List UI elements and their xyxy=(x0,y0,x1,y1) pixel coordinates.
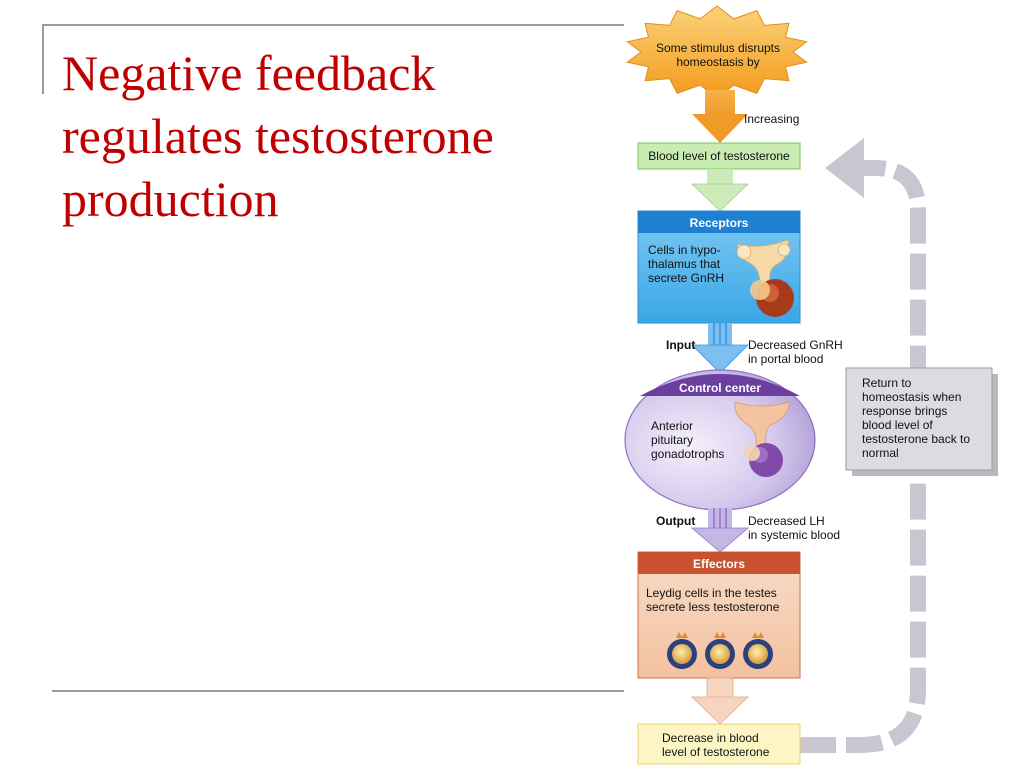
effectors-line-1: Leydig cells in the testes xyxy=(646,586,777,600)
slide-title-line-1: Negative feedback xyxy=(62,45,436,101)
slide-title: Negative feedback regulates testosterone… xyxy=(62,42,602,231)
return-line-5: testosterone back to xyxy=(862,432,971,446)
result-box xyxy=(637,723,801,765)
effectors-box xyxy=(637,551,801,679)
input-label: Input xyxy=(666,338,696,352)
effectors-to-result-arrow xyxy=(691,677,749,725)
return-loop-arrow xyxy=(800,138,926,753)
leydig-cells-illustration xyxy=(667,632,773,669)
slide-title-line-3: production xyxy=(62,171,279,227)
control-center-description: Anterior pituitary gonadotrophs xyxy=(651,419,724,461)
stimulus-arrow xyxy=(692,90,748,143)
receptors-description: Cells in hypo- thalamus that secrete GnR… xyxy=(648,243,724,285)
control-center-header: Control center xyxy=(678,381,761,395)
return-box-label: Return to homeostasis when response brin… xyxy=(862,376,970,460)
slide-title-line-2: regulates testosterone xyxy=(62,108,494,164)
stimulus-line-1: Some stimulus disrupts xyxy=(655,41,781,55)
return-line-4: blood level of xyxy=(862,418,933,432)
return-line-6: normal xyxy=(862,446,899,460)
effectors-description: Leydig cells in the testes secrete less … xyxy=(646,586,779,614)
return-box xyxy=(845,367,998,476)
result-label: Decrease in blood level of testosterone xyxy=(662,731,769,759)
effectors-header: Effectors xyxy=(692,557,745,571)
change-label: Increasing xyxy=(744,112,800,126)
output-label: Output xyxy=(656,514,696,528)
slide-frame-left-line xyxy=(42,24,44,94)
output-arrow xyxy=(690,508,750,553)
leydig-cell-2 xyxy=(705,632,735,669)
return-line-3: response brings xyxy=(862,404,948,418)
output-line-2: in systemic blood xyxy=(748,528,841,542)
receptors-line-1: Cells in hypo- xyxy=(648,243,721,257)
variable-to-receptors-arrow xyxy=(691,169,749,212)
receptors-line-2: thalamus that xyxy=(648,257,721,271)
return-line-1: Return to xyxy=(862,376,912,390)
gonadotroph-cell-illustration xyxy=(734,401,791,477)
control-center-line-1: Anterior xyxy=(651,419,694,433)
control-center-line-3: gonadotrophs xyxy=(651,447,725,461)
leydig-cell-3 xyxy=(743,632,773,669)
slide-frame-top-line xyxy=(42,24,624,26)
return-line-2: homeostasis when xyxy=(862,390,962,404)
output-description: Decreased LH in systemic blood xyxy=(748,514,840,542)
input-description: Decreased GnRH in portal blood xyxy=(748,338,843,366)
output-line-1: Decreased LH xyxy=(748,514,825,528)
stimulus-line-2: homeostasis by xyxy=(676,55,760,69)
result-line-1: Decrease in blood xyxy=(662,731,759,745)
input-line-1: Decreased GnRH xyxy=(748,338,843,352)
effectors-line-2: secrete less testosterone xyxy=(646,600,780,614)
stimulus-label: Some stimulus disrupts homeostasis by xyxy=(643,41,793,69)
slide-frame-bottom-line xyxy=(52,690,624,692)
input-arrow xyxy=(691,323,749,374)
result-line-2: level of testosterone xyxy=(662,745,770,759)
input-line-2: in portal blood xyxy=(748,352,824,366)
variable-box xyxy=(637,142,801,170)
leydig-cell-1 xyxy=(667,632,697,669)
hypothalamus-neuron-illustration xyxy=(736,239,794,317)
control-center-line-2: pituitary xyxy=(651,433,694,447)
receptors-line-3: secrete GnRH xyxy=(648,271,725,285)
receptors-header: Receptors xyxy=(689,216,749,230)
variable-label: Blood level of testosterone xyxy=(648,149,790,163)
